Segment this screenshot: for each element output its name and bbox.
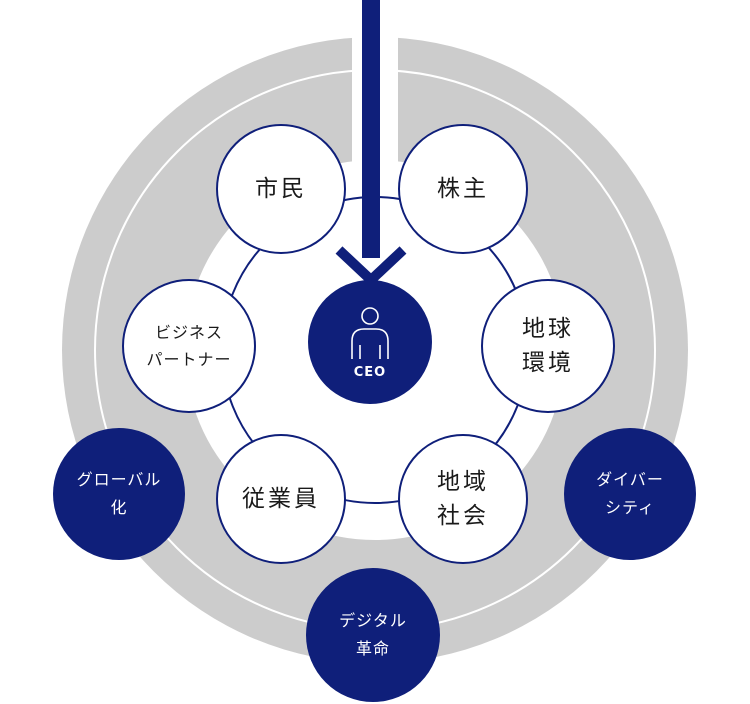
stakeholder-label-line2: 環境 xyxy=(522,350,574,376)
arrow-shaft xyxy=(362,0,380,258)
stakeholder-label-line1: ビジネス xyxy=(154,323,223,342)
stakeholder-employees: 従業員 xyxy=(216,434,346,564)
stakeholder-label-line2: パートナー xyxy=(146,350,232,369)
factor-diversity: ダイバー シティ xyxy=(564,428,696,560)
ceo-label: CEO xyxy=(353,364,387,380)
factor-label-line2: 化 xyxy=(110,498,128,517)
stakeholder-label: 従業員 xyxy=(242,486,320,512)
stakeholder-local-community: 地域 社会 xyxy=(398,434,528,564)
factor-globalization: グローバル 化 xyxy=(53,428,185,560)
stakeholder-label-line1: 地球 xyxy=(522,316,574,342)
stakeholder-label-line2: 社会 xyxy=(437,503,489,529)
stakeholder-global-environment: 地球 環境 xyxy=(481,279,615,413)
stakeholder-business-partners: ビジネス パートナー xyxy=(122,279,256,413)
factor-label-line1: ダイバー xyxy=(596,470,664,489)
factor-label-line1: グローバル xyxy=(76,470,162,489)
stakeholder-shareholders: 株主 xyxy=(398,124,528,254)
stakeholder-label-line1: 地域 xyxy=(437,469,489,495)
stakeholder-label: 市民 xyxy=(255,176,307,202)
ceo-node: CEO xyxy=(308,280,432,404)
stakeholder-label: 株主 xyxy=(437,176,489,202)
factor-label-line2: シティ xyxy=(604,498,656,517)
factor-label-line2: 革命 xyxy=(355,639,390,658)
person-icon xyxy=(351,306,389,359)
factor-label-line1: デジタル xyxy=(339,611,407,630)
stakeholder-citizens: 市民 xyxy=(216,124,346,254)
factor-digital-revolution: デジタル 革命 xyxy=(306,568,440,702)
